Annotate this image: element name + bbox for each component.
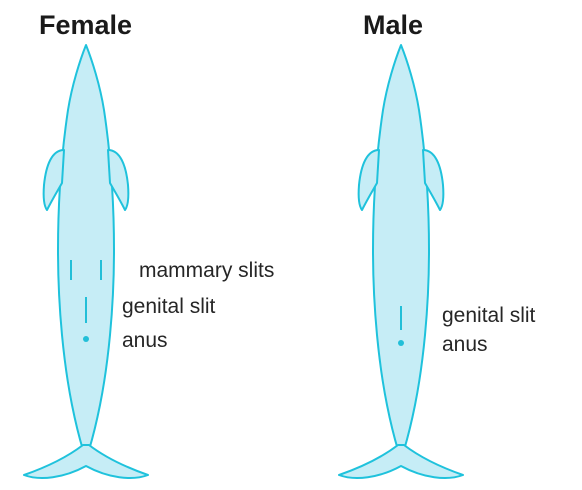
female-anus-label: anus	[122, 330, 168, 351]
male-title: Male	[363, 12, 423, 39]
mammary-slits-label: mammary slits	[139, 260, 274, 281]
female-title: Female	[39, 12, 132, 39]
anus-dot	[83, 336, 89, 342]
male-dolphin	[339, 45, 463, 478]
female-genital-slit-label: genital slit	[122, 296, 215, 317]
female-dolphin	[24, 45, 148, 478]
anus-dot	[398, 340, 404, 346]
male-anus-label: anus	[442, 334, 488, 355]
male-genital-slit-label: genital slit	[442, 305, 535, 326]
